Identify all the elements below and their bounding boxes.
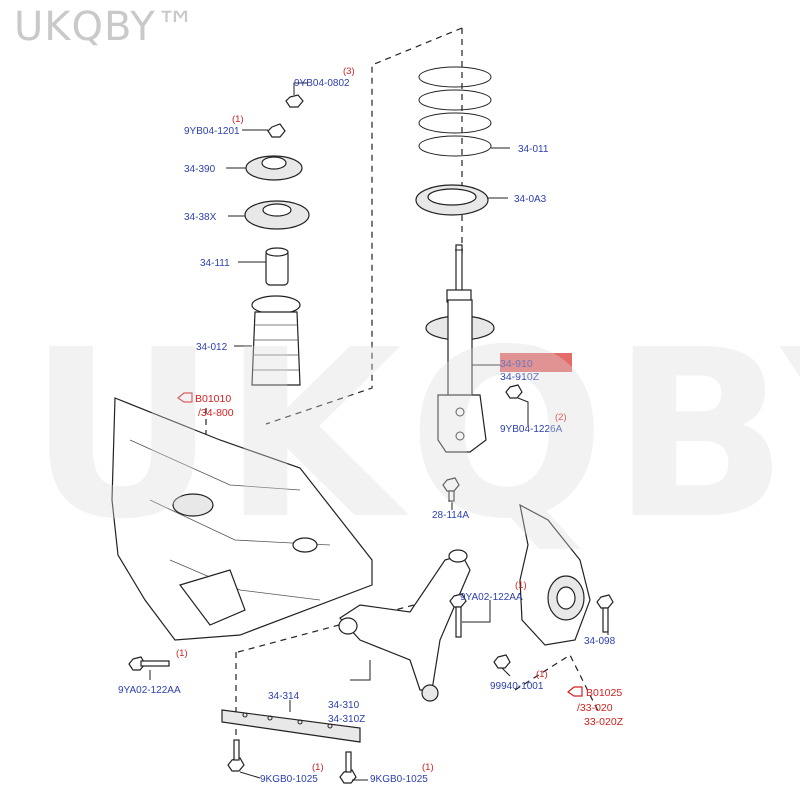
mount-bearing[interactable] (244, 200, 310, 230)
ref-34-800[interactable]: /34-800 (198, 407, 234, 419)
ref-33-020z[interactable]: 33-020Z (584, 716, 624, 728)
bolt-34-098[interactable] (596, 594, 614, 633)
label-28-114a[interactable]: 28-114A (432, 510, 469, 521)
qty-9ya02-122aa-left: (1) (176, 648, 188, 659)
qty-9yb04-1201: (1) (232, 114, 244, 125)
label-9yb04-1201[interactable]: 9YB04-1201 (184, 126, 240, 137)
label-9yb04-0802[interactable]: 9YB04-0802 (294, 78, 350, 89)
label-34-111[interactable]: 34-111 (200, 258, 230, 269)
ref-arrow-icon (566, 686, 583, 697)
qty-99940-1001: (1) (536, 669, 548, 680)
qty-9ya02-122aa-mid: (1) (515, 580, 527, 591)
bolt-9ya02-122aa-left[interactable] (128, 656, 170, 671)
nut-99940-1001[interactable] (493, 654, 511, 669)
qty-9kgb0-1025-left: (1) (312, 762, 324, 773)
ref-b01025[interactable]: B01025 (586, 687, 622, 699)
label-34-390[interactable]: 34-390 (184, 164, 216, 175)
label-34-910z[interactable]: 34-910Z (500, 371, 540, 383)
label-34-098[interactable]: 34-098 (584, 636, 616, 647)
label-34-314[interactable]: 34-314 (268, 691, 300, 702)
mount-nut[interactable] (267, 123, 286, 138)
label-34-310z[interactable]: 34-310Z (328, 714, 365, 725)
coil-spring[interactable] (418, 66, 492, 157)
bump-stop[interactable] (265, 247, 289, 286)
watermark-corner: UKQBY™ (14, 4, 197, 50)
highlight-34-910 (500, 353, 572, 372)
label-34-310[interactable]: 34-310 (328, 700, 360, 711)
ref-b01010[interactable]: B01010 (195, 393, 231, 405)
bolt-9kgb0-1025-right[interactable] (339, 751, 357, 784)
qty-9yb04-1226a: (2) (555, 412, 567, 423)
ref-arrow-icon (176, 392, 193, 403)
label-9kgb0-1025-right[interactable]: 9KGB0-1025 (370, 774, 428, 785)
qty-9yb04-0802: (3) (343, 66, 355, 77)
watermark-center: UKQBY™ (28, 300, 800, 570)
label-34-012[interactable]: 34-012 (196, 342, 228, 353)
bolt-9kgb0-1025-left[interactable] (227, 739, 245, 772)
label-9ya02-122aa-mid[interactable]: 9YA02-122AA (460, 592, 523, 603)
label-34-0a3[interactable]: 34-0A3 (514, 194, 547, 205)
label-9yb04-1226a[interactable]: 9YB04-1226A (500, 424, 563, 435)
shock-absorber-strut[interactable] (425, 244, 495, 453)
assembly-outline (265, 27, 463, 425)
ref-33-020[interactable]: /33-020 (577, 702, 613, 714)
label-99940-1001[interactable]: 99940-1001 (490, 681, 544, 692)
qty-9kgb0-1025-right: (1) (422, 762, 434, 773)
label-34-011[interactable]: 34-011 (518, 144, 549, 155)
spring-seat[interactable] (415, 184, 489, 216)
assembly-outline-lower (235, 601, 601, 740)
strut-mount[interactable] (245, 155, 303, 181)
bracket-plate[interactable] (221, 709, 361, 743)
front-subframe (111, 397, 373, 641)
dust-boot[interactable] (251, 295, 301, 386)
label-34-38x[interactable]: 34-38X (184, 212, 217, 223)
upper-nut[interactable] (285, 94, 304, 108)
label-9ya02-122aa-left[interactable]: 9YA02-122AA (118, 685, 181, 696)
bolt-28-114a[interactable] (442, 477, 460, 502)
label-34-910[interactable]: 34-910 (500, 358, 533, 370)
steering-knuckle[interactable] (519, 503, 591, 646)
leader-lines (149, 82, 609, 781)
label-9kgb0-1025-left[interactable]: 9KGB0-1025 (260, 774, 318, 785)
bolt-9yb04-1226a[interactable] (505, 384, 523, 399)
bolt-9ya02-122aa-mid[interactable] (449, 593, 467, 638)
